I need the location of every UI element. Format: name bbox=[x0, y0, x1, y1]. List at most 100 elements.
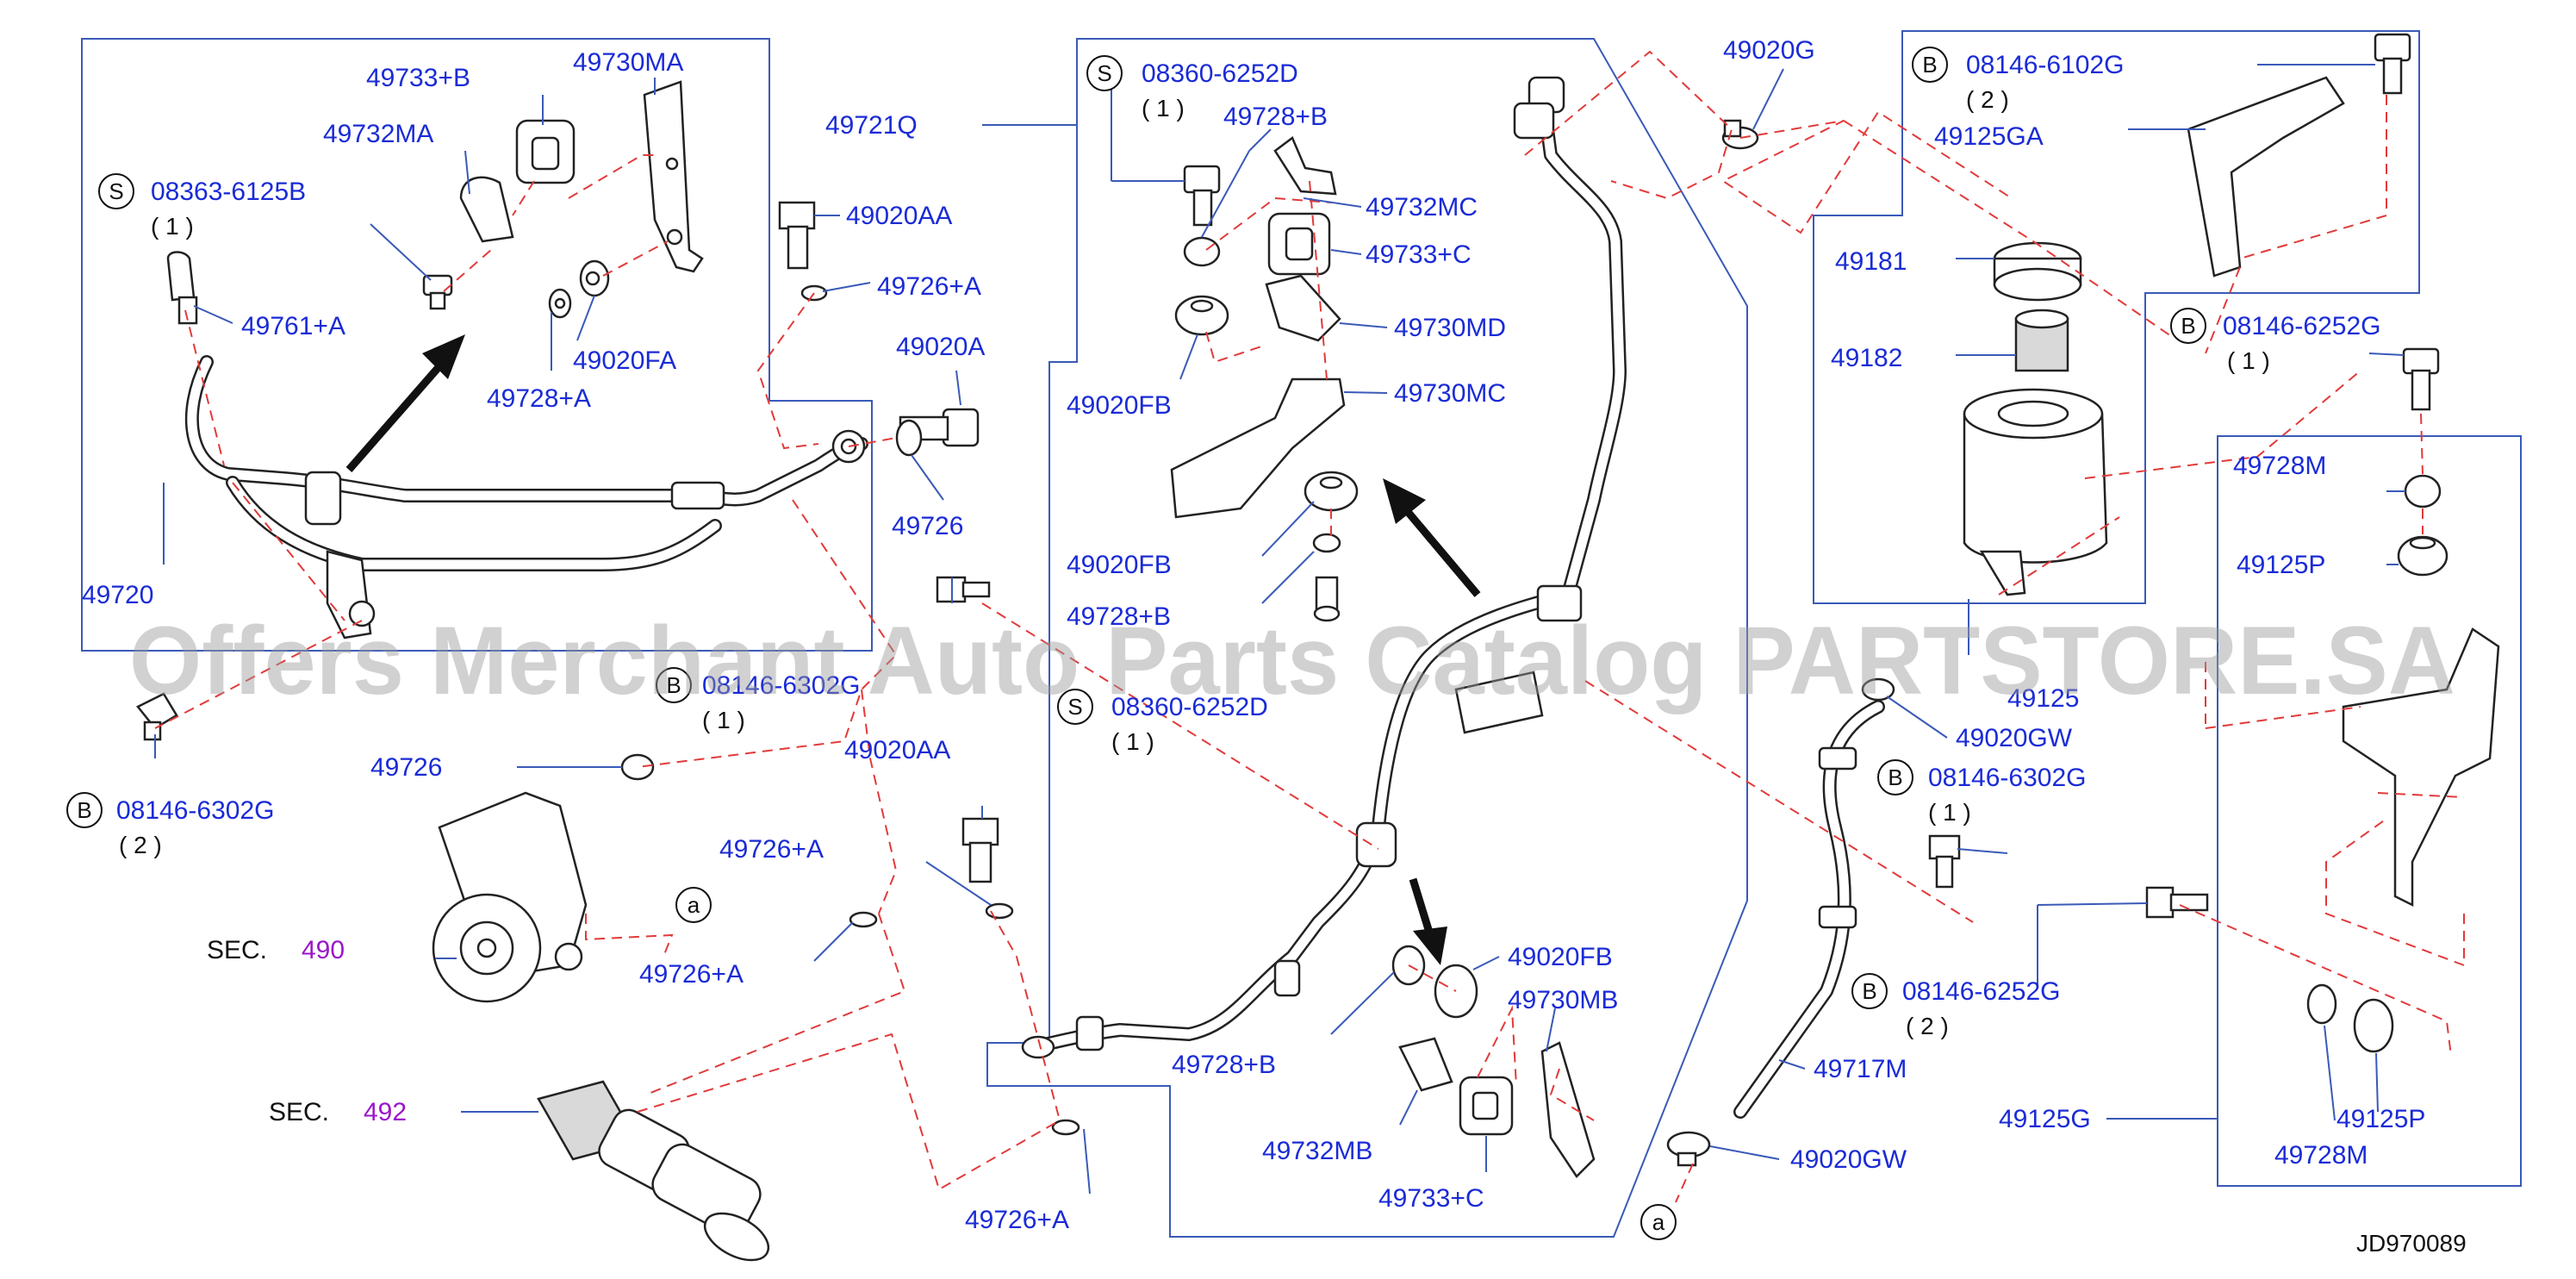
label-49726A-2: 49726+A bbox=[719, 835, 824, 864]
label-49020AA-1: 49020AA bbox=[846, 202, 952, 230]
part-labels: 49733+B 49730MA 49732MA 08363-6125B ( 1 … bbox=[82, 36, 2425, 1234]
dashed-reference-lines bbox=[154, 50, 2465, 1203]
label-49726A-3: 49726+A bbox=[639, 960, 744, 989]
label-49733B-top: 49733+B bbox=[366, 64, 470, 92]
grommet-49125P-top bbox=[2397, 535, 2448, 577]
label-08360-mid: 08360-6252D bbox=[1111, 693, 1268, 721]
sensor-49761A bbox=[166, 251, 198, 325]
label-08146-6252-2: 08146-6252G bbox=[1902, 977, 2061, 1006]
qty-08146-6252-2: ( 2 ) bbox=[1906, 1013, 1949, 1039]
clamp-49732MC bbox=[1273, 136, 1337, 196]
marker-b-08146-6252-2: B bbox=[1862, 978, 1876, 1004]
label-49125P-2: 49125P bbox=[2336, 1105, 2425, 1133]
sec-number-490[interactable]: 490 bbox=[302, 936, 345, 964]
marker-s-08360-top: S bbox=[1097, 60, 1111, 86]
label-49182: 49182 bbox=[1831, 344, 1902, 372]
reservoir-cap-49181 bbox=[1993, 241, 2082, 302]
label-49020FA: 49020FA bbox=[573, 346, 676, 375]
bolt-08146-6252G-bottom bbox=[2145, 886, 2209, 919]
diagram-code: JD970089 bbox=[2356, 1230, 2467, 1257]
bolt-08146-6302G-right bbox=[1928, 834, 1961, 889]
qty-08360-top: ( 1 ) bbox=[1142, 95, 1185, 122]
label-49125G: 49125G bbox=[1999, 1105, 2091, 1133]
hose-49721Q bbox=[1021, 76, 1627, 1059]
label-49728M-1: 49728M bbox=[2233, 452, 2326, 480]
label-49020GW-2: 49020GW bbox=[1790, 1145, 1907, 1174]
label-08146-6102: 08146-6102G bbox=[1966, 51, 2125, 79]
label-49125: 49125 bbox=[2007, 684, 2079, 713]
bolt-08146-6102G bbox=[2374, 33, 2411, 95]
sec-number-492[interactable]: 492 bbox=[364, 1098, 407, 1126]
banjo-bolt-49020AA-mid bbox=[961, 817, 999, 883]
cushion-49733C-top bbox=[1267, 212, 1331, 276]
cushion-49733C-bottom bbox=[1459, 1076, 1514, 1136]
label-49020AA-2: 49020AA bbox=[844, 736, 950, 764]
label-49728B-1: 49728+B bbox=[1223, 103, 1328, 131]
sec-label-490: SEC. bbox=[207, 936, 267, 964]
label-49720: 49720 bbox=[82, 581, 153, 609]
label-49726-2: 49726 bbox=[370, 753, 442, 782]
bolt-49728B-mid bbox=[1313, 576, 1341, 622]
power-steering-pump-sec-490 bbox=[432, 791, 588, 1003]
label-49730MD: 49730MD bbox=[1394, 314, 1506, 342]
collar-49728B-mid bbox=[1312, 533, 1341, 553]
marker-s-08363: S bbox=[109, 178, 123, 204]
bracket-49125GA bbox=[2187, 76, 2345, 278]
hose-clamp-49020GW-bottom bbox=[1666, 1131, 1711, 1167]
bracket-49730MD bbox=[1265, 274, 1341, 342]
qty-08146-6302-left: ( 2 ) bbox=[119, 832, 162, 858]
ref-marker-a-left: a bbox=[688, 892, 700, 918]
washer-49726A-bottom bbox=[1051, 1119, 1080, 1136]
marker-s-08360-mid: S bbox=[1067, 694, 1082, 720]
label-49726A-4: 49726+A bbox=[965, 1206, 1069, 1234]
label-08360-top: 08360-6252D bbox=[1142, 59, 1298, 88]
marker-b-08146-top: B bbox=[666, 672, 681, 698]
label-49730MA: 49730MA bbox=[573, 48, 683, 77]
washer-49726A-mid2 bbox=[849, 911, 878, 928]
circle-markers: S B B S S B B B B a a bbox=[66, 47, 2206, 1240]
reservoir-tank-49125 bbox=[1963, 388, 2108, 596]
bolt-08360-top bbox=[1183, 165, 1221, 227]
banjo-bolt-49020AA-top bbox=[778, 201, 816, 270]
qty-08146-6252-1: ( 1 ) bbox=[2227, 347, 2270, 374]
washer-49726-mid bbox=[620, 753, 655, 781]
clamp-49732MB bbox=[1398, 1037, 1453, 1092]
strainer-49182 bbox=[2014, 309, 2069, 372]
qty-08360-mid: ( 1 ) bbox=[1111, 728, 1154, 755]
clamp-49733B bbox=[515, 119, 576, 184]
marker-b-08146-6252-1: B bbox=[2181, 313, 2195, 339]
bolt-08146-6252G-top bbox=[2402, 347, 2440, 411]
direction-arrow-center bbox=[1383, 478, 1481, 597]
grommet-49020FB-top bbox=[1174, 295, 1229, 336]
label-49761A: 49761+A bbox=[241, 312, 345, 340]
label-08363: 08363-6125B bbox=[151, 178, 306, 206]
label-49181: 49181 bbox=[1835, 247, 1907, 276]
label-49020FB-1: 49020FB bbox=[1067, 391, 1172, 420]
label-08146-6302-right: 08146-6302G bbox=[1928, 764, 2087, 792]
label-49728B-3: 49728+B bbox=[1172, 1051, 1276, 1079]
label-49728B-2: 49728+B bbox=[1067, 602, 1171, 631]
bracket-49730MB bbox=[1540, 1041, 1596, 1178]
grommet-49020FB-mid bbox=[1304, 471, 1359, 512]
label-49732MA: 49732MA bbox=[323, 120, 433, 148]
label-49125P-1: 49125P bbox=[2237, 551, 2325, 579]
label-08146-6302-left: 08146-6302G bbox=[116, 796, 275, 825]
marker-b-08146-6102: B bbox=[1922, 52, 1937, 78]
qty-08146-6302-top: ( 1 ) bbox=[702, 707, 745, 733]
label-08146-6302-top: 08146-6302G bbox=[702, 671, 861, 700]
qty-08363: ( 1 ) bbox=[151, 213, 194, 240]
marker-b-08146-6302-right: B bbox=[1888, 764, 1902, 790]
direction-arrow-left bbox=[345, 334, 465, 472]
label-49728M-2: 49728M bbox=[2274, 1141, 2368, 1170]
bracket-49125G bbox=[2342, 627, 2500, 908]
sec-label-492: SEC. bbox=[269, 1098, 329, 1126]
bolt-08363 bbox=[422, 274, 453, 310]
section-references: SEC. 490 SEC. 492 bbox=[207, 936, 407, 1126]
label-49020GW-1: 49020GW bbox=[1956, 724, 2073, 752]
bracket-49730MA bbox=[643, 80, 704, 273]
box-49721Q-group bbox=[986, 38, 1748, 1238]
label-49721Q: 49721Q bbox=[825, 111, 918, 140]
label-49733C-1: 49733+C bbox=[1366, 240, 1472, 269]
collar-49728M-top bbox=[2404, 474, 2442, 508]
